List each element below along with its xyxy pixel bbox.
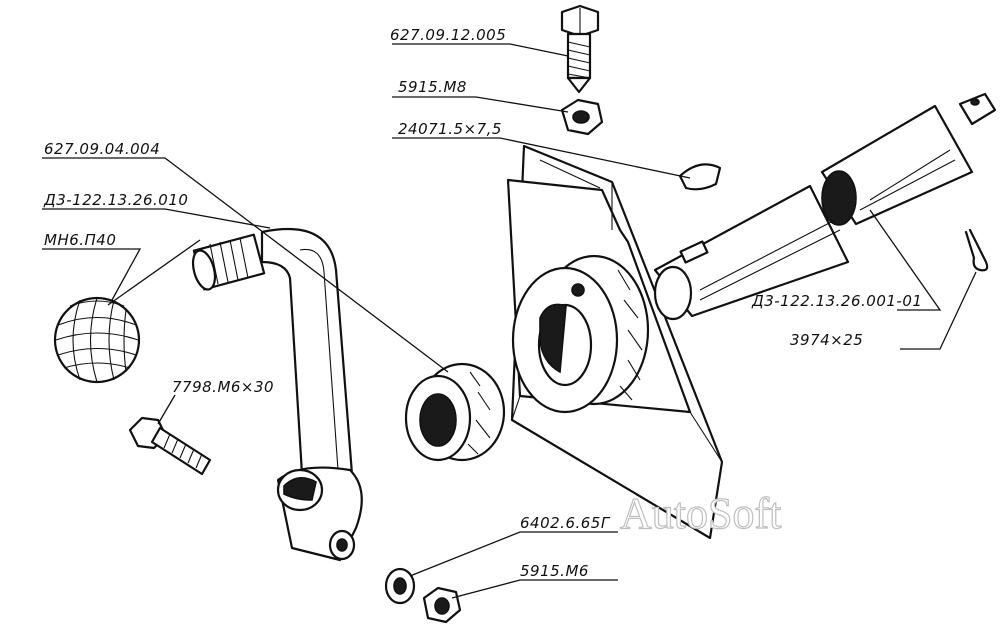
hub-ring	[511, 254, 650, 414]
nut-m6	[422, 586, 462, 624]
label-shaft: Д3-122.13.26.001-01	[751, 292, 922, 310]
top-bolt	[560, 4, 600, 94]
key	[678, 163, 722, 191]
side-bolt	[128, 416, 212, 476]
spring-washer	[384, 567, 416, 605]
lever	[191, 227, 363, 562]
label-key: 24071.5×7,5	[398, 120, 502, 138]
label-bolt-top: 627.09.12.005	[390, 26, 506, 44]
roller-bushing	[404, 362, 506, 462]
watermark: AutoSoft	[620, 489, 781, 538]
label-lever-pin: Д3-122.13.26.010	[43, 191, 188, 209]
label-nut-m6: 5915.M6	[520, 562, 589, 580]
label-cotter: 3974×25	[790, 331, 863, 349]
nut-m8	[560, 98, 604, 136]
label-knob: МН6.П40	[44, 231, 116, 249]
cotter-pin	[964, 228, 989, 272]
label-bolt-side: 7798.M6×30	[172, 378, 274, 396]
shaft	[653, 92, 997, 321]
knob-ball	[53, 296, 141, 384]
label-lever: 627.09.04.004	[44, 140, 160, 158]
label-nut-m8: 5915.M8	[398, 78, 467, 96]
label-washer: 6402.6.65Г	[520, 514, 611, 532]
part-labels: 627.09.12.005 5915.M8 24071.5×7,5 627.09…	[43, 26, 922, 580]
leader-lines	[42, 43, 977, 599]
